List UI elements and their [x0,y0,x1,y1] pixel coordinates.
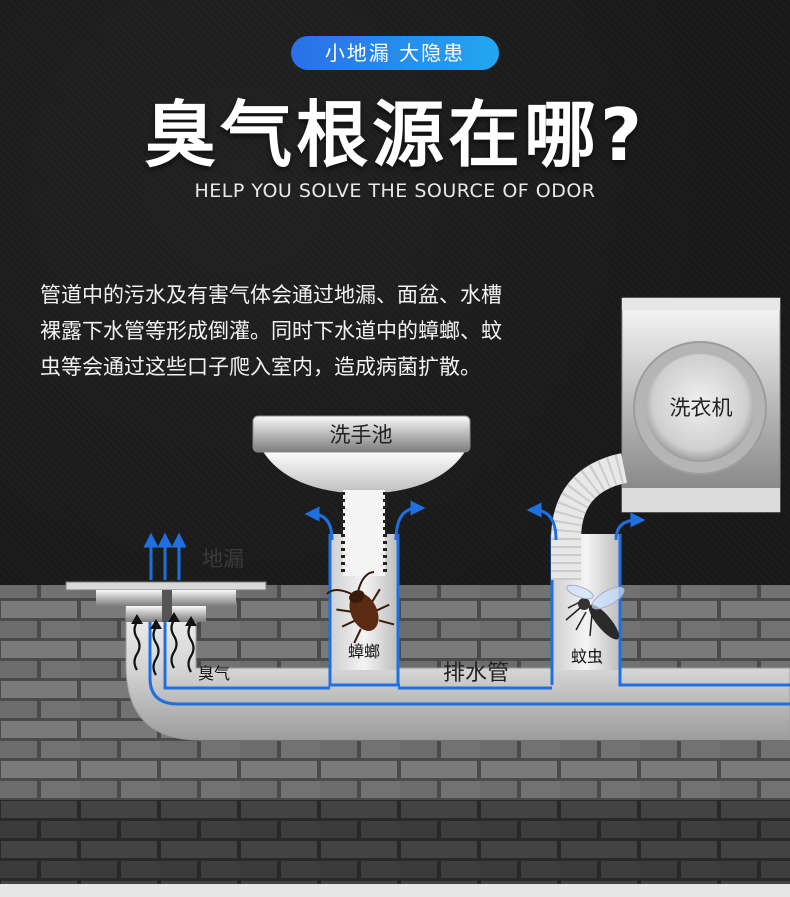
description-paragraph: 管道中的污水及有害气体会通过地漏、面盆、水槽 裸露下水管等形成倒灌。同时下水道中… [40,277,580,385]
page-title: 臭气根源在哪? [144,93,646,177]
flow-line-upper [163,600,552,690]
backflow-arrows [304,500,646,541]
floor-drain-label: 地漏 [202,547,244,571]
description-line: 管道中的污水及有害气体会通过地漏、面盆、水槽 [40,283,502,307]
cockroach-label: 蟑螂 [348,642,380,661]
sink-drain-hose [343,490,385,576]
bottom-strip [0,884,790,897]
sink-basin [262,450,466,494]
washer-label: 洗衣机 [670,396,733,420]
page-subtitle: HELP YOU SOLVE THE SOURCE OF ODOR [194,180,596,202]
wall-shade [0,800,790,885]
odor-label: 臭气 [198,664,230,683]
description-line: 裸露下水管等形成倒灌。同时下水道中的蟑螂、蚊 [40,319,502,343]
cockroach-icon [326,571,395,644]
headline-badge: 小地漏 大隐患 [291,36,499,70]
mosquito-label: 蚊虫 [571,647,603,666]
flow-line-lower [148,600,790,706]
description-line: 虫等会通过这些口子爬入室内，造成病菌扩散。 [40,355,481,379]
odor-arrows [133,619,195,676]
sink-rim [252,415,471,453]
sink-label: 洗手池 [330,423,393,447]
drain-pipe-label: 排水管 [443,661,509,686]
floor-drain-grate [65,581,267,591]
rising-odor-arrows [143,532,187,580]
mosquito-icon [565,584,625,640]
